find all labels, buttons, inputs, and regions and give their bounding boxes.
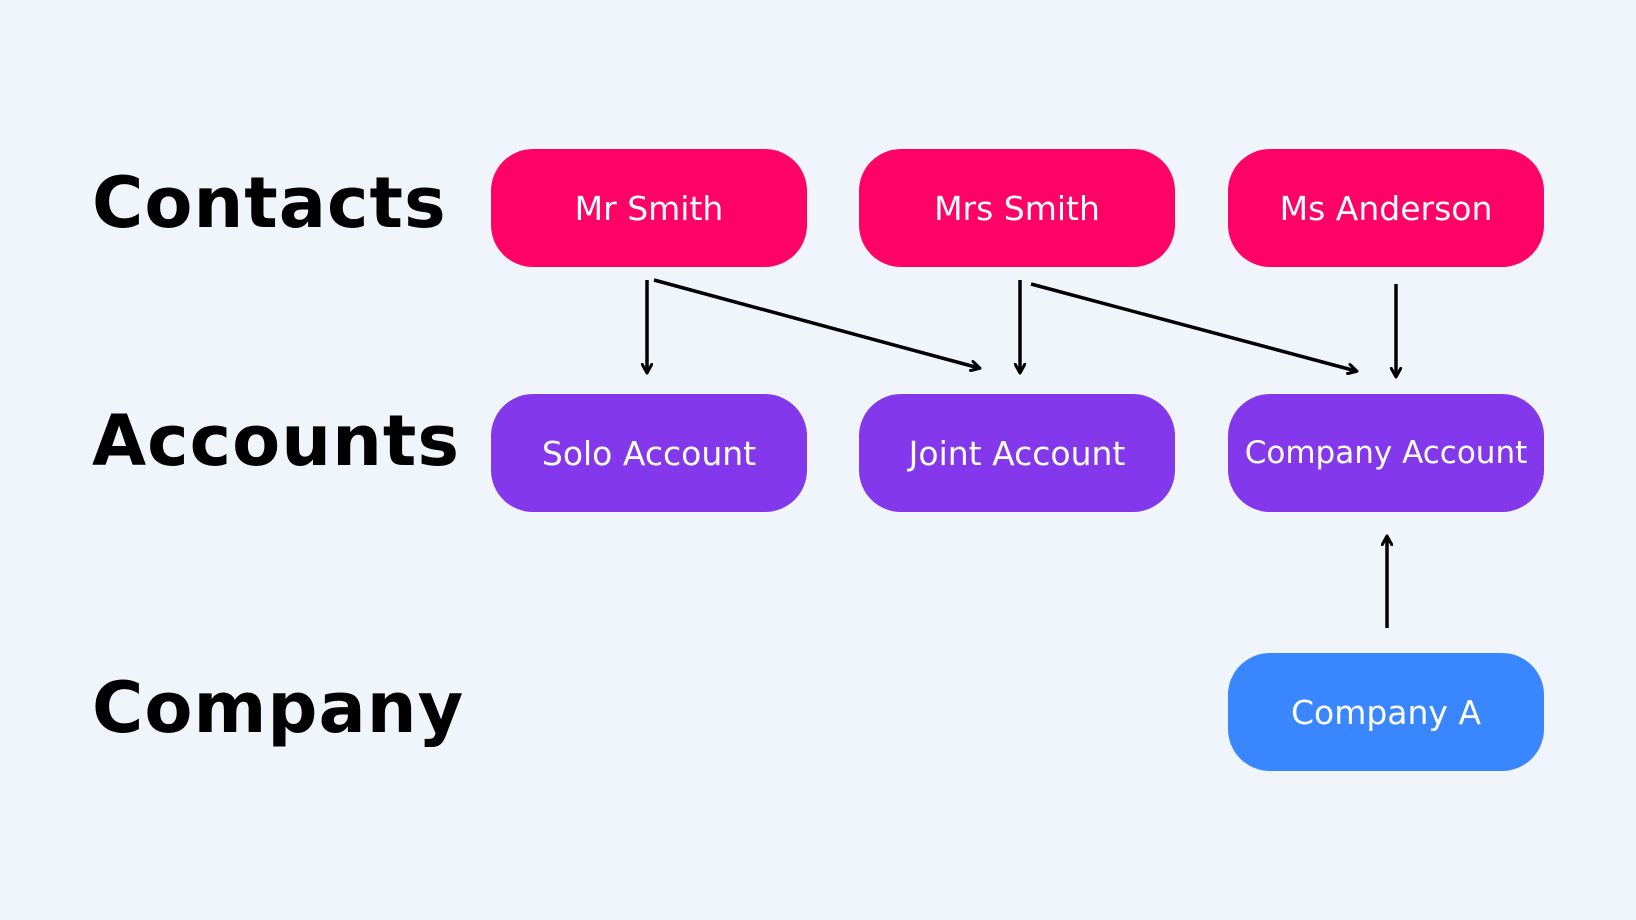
arrow-mrs-smith-to-company-account xyxy=(1030,282,1356,371)
node-label: Company Account xyxy=(1244,435,1528,471)
company-row-label: Company xyxy=(92,667,465,749)
company-node-company-a[interactable]: Company A xyxy=(1228,653,1544,771)
account-node-company-account[interactable]: Company Account xyxy=(1228,394,1544,512)
accounts-row-label: Accounts xyxy=(92,400,461,482)
node-label: Company A xyxy=(1290,692,1482,732)
account-node-solo-account[interactable]: Solo Account xyxy=(491,394,807,512)
contacts-row-label: Contacts xyxy=(92,162,447,244)
node-label: Mrs Smith xyxy=(934,188,1100,228)
node-label: Solo Account xyxy=(541,433,757,473)
node-label: Joint Account xyxy=(908,433,1126,473)
node-label: Ms Anderson xyxy=(1279,188,1493,228)
contact-node-mrs-smith[interactable]: Mrs Smith xyxy=(859,149,1175,267)
node-label: Mr Smith xyxy=(574,188,724,228)
account-node-joint-account[interactable]: Joint Account xyxy=(859,394,1175,512)
arrow-mr-smith-to-joint-account xyxy=(653,278,979,368)
contact-node-ms-anderson[interactable]: Ms Anderson xyxy=(1228,149,1544,267)
contact-node-mr-smith[interactable]: Mr Smith xyxy=(491,149,807,267)
